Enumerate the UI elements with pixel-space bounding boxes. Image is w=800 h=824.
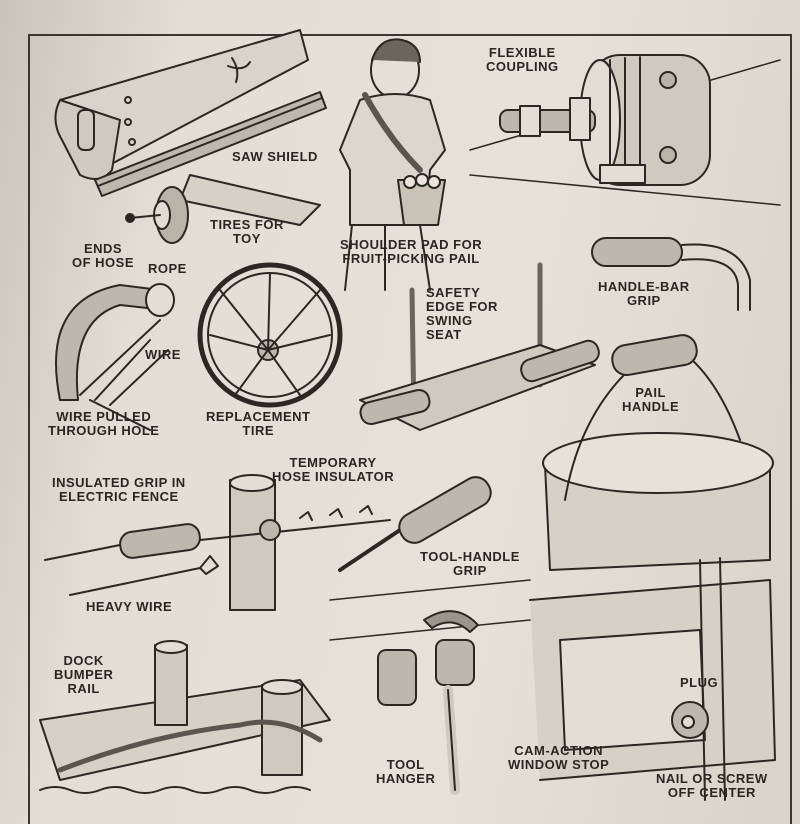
- dock-bumper-drawing: [39, 640, 331, 794]
- swing-seat-drawing: [359, 262, 600, 431]
- tool-handle-grip-drawing: [338, 476, 492, 572]
- hose-tire-drawing: [55, 283, 175, 431]
- illustration-frame: [28, 34, 792, 824]
- pail-handle-drawing: [542, 334, 774, 571]
- electric-fence-drawing: [44, 474, 391, 611]
- plug-label: PLUG: [680, 675, 719, 690]
- tool-hanger-drawing: [329, 579, 531, 795]
- saw-shield-label: SAW SHIELD: [232, 149, 318, 164]
- fruit-picker-drawing: [339, 38, 446, 291]
- rope-label: ROPE: [148, 261, 187, 276]
- flexible-coupling-drawing: [469, 54, 781, 206]
- window-stop-drawing: [529, 557, 776, 801]
- wire-label: WIRE: [145, 347, 181, 362]
- heavy-wire-label: HEAVY WIRE: [86, 599, 173, 614]
- replacement-tire-drawing: [197, 262, 343, 408]
- saw-shield-drawing: [54, 29, 327, 197]
- handlebar-grip-drawing: [591, 237, 751, 311]
- toy-tires-drawing: [125, 174, 321, 244]
